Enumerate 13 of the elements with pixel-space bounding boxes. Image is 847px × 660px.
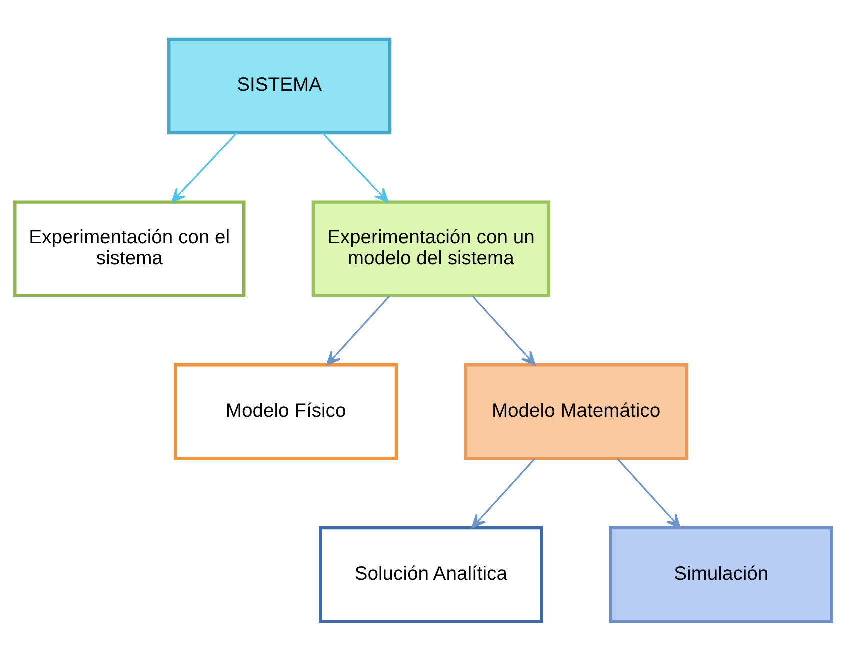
arrow	[172, 132, 238, 202]
node-box: Solución Analítica	[319, 526, 544, 623]
arrow	[472, 458, 536, 528]
node-box: Modelo Matemático	[464, 363, 688, 460]
node-box: Simulación	[609, 526, 834, 623]
node-box: Experimentación con un modelo del sistema	[312, 200, 550, 297]
arrow	[472, 294, 536, 366]
node-box: Experimentación con el sistema	[14, 200, 246, 297]
node-box: Modelo Físico	[174, 363, 398, 460]
node-box: SISTEMA	[168, 37, 392, 134]
arrow	[616, 458, 681, 528]
arrow	[322, 132, 389, 202]
arrow	[326, 294, 391, 366]
